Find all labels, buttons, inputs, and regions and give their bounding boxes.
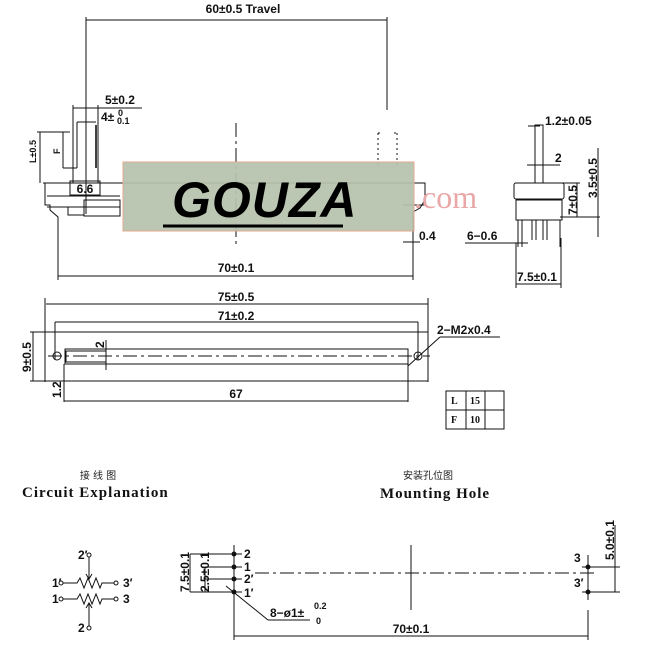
pin-1prime-label: 1′: [52, 576, 62, 590]
spec-row-0-key: L: [451, 396, 458, 407]
circuit-title-en: Circuit Explanation: [22, 485, 169, 501]
end-body-top: [513, 182, 565, 200]
mounting-title-cn: 安装孔位图: [403, 469, 453, 482]
knob-width-label: 5±0.2: [105, 93, 135, 107]
pin-2prime-terminal: [86, 552, 92, 558]
width-label: 9±0.5: [20, 342, 34, 372]
right-dim-label: 5.0±0.1: [603, 520, 617, 560]
shaft-step-label: 2: [555, 151, 562, 165]
resistor-top: [63, 576, 114, 590]
holes-sup: 0.2: [314, 601, 327, 611]
hole-spacing-label: 71±0.2: [218, 309, 255, 323]
pin-1-terminal: [58, 596, 64, 602]
base-width-label: 6.6: [77, 182, 94, 196]
pin-3-label: 3: [123, 592, 130, 606]
knob-inner-label: 4±: [101, 110, 115, 124]
pins-label: 6−0.6: [467, 229, 498, 243]
screw-hole-left: [52, 351, 62, 361]
circuit-title-cn: 接 线 图: [80, 469, 116, 482]
outer-dim-label: 7.5±0.1: [178, 552, 192, 592]
shaft-height-label: 3.5±0.5: [586, 158, 600, 198]
shaft-width-label: 1.2±0.05: [545, 114, 592, 128]
pin-3prime-label: 3′: [123, 576, 133, 590]
span-label: 70±0.1: [393, 622, 430, 636]
screw-label: 2−M2x0.4: [437, 323, 491, 337]
wiper-bottom-arrow: [85, 602, 93, 609]
travel-label: 60±0.5 Travel: [206, 2, 281, 16]
left-pin-label-0: 2: [244, 547, 251, 561]
len-label: 70±0.1: [218, 261, 255, 275]
inner-dim-label: 2.5±0.1: [198, 552, 212, 592]
top-view: 75±0.5 71±0.2 2−M2x0.4 9±0.5 2 67 1.2: [20, 290, 500, 402]
lever-F-label: F: [52, 148, 62, 154]
pin-3prime-terminal: [113, 580, 119, 586]
end-view: 1.2±0.05 2 7±0.5 3.5±0.5 6−0.6 7.5±0.1: [465, 114, 600, 288]
end-position-knob: [377, 132, 398, 165]
watermark-brand: GOUZA: [172, 172, 358, 228]
holes-leader: [225, 585, 269, 621]
pin-2prime-label: 2′: [78, 548, 88, 562]
wiper-top-arrow: [85, 573, 93, 580]
pin-3-terminal: [113, 596, 119, 602]
right-pin-label-1: 3′: [574, 576, 584, 590]
end-body-bottom: [515, 199, 563, 221]
end-pins: [517, 220, 561, 247]
slider-base: [69, 180, 101, 196]
holes-sub: 0: [316, 616, 321, 626]
base-foot: [67, 206, 85, 216]
edge-label: 1.2: [50, 381, 64, 398]
lever-L-label: L±0.5: [28, 140, 38, 163]
overall-label: 75±0.5: [218, 290, 255, 304]
body-height-label: 7±0.5: [566, 185, 580, 215]
spec-row-0-value: 15: [470, 396, 480, 407]
mounting-title-en: Mounting Hole: [380, 486, 490, 502]
slot-len-label: 67: [229, 387, 243, 401]
pin-span-label: 7.5±0.1: [517, 270, 557, 284]
left-pin-label-3: 1′: [244, 586, 254, 600]
watermark-box: [122, 161, 415, 232]
right-pin-label-0: 3: [574, 551, 581, 565]
holes-label: 8−ø1±: [270, 606, 305, 620]
pin-2-terminal: [86, 625, 92, 631]
pin-thick-label: 0.4: [419, 229, 436, 243]
knob-inner-sup: 0: [118, 108, 123, 118]
slot-width-label: 2: [93, 341, 107, 348]
circuit-explanation: 接 线 图 Circuit Explanation 2′ 1′ 3′ 1 3 2: [22, 469, 169, 635]
spec-table: L 15 F 10: [445, 390, 505, 430]
knob-inner-sub: 0.1: [117, 116, 130, 126]
left-terminal: [44, 183, 59, 238]
watermark-suffix: .com: [414, 179, 477, 215]
shaft: [534, 124, 544, 184]
left-pin-label-2: 2′: [244, 572, 254, 586]
resistor-bottom: [63, 592, 114, 606]
spec-row-1-key: F: [451, 415, 457, 426]
screw-leader: [407, 336, 441, 367]
pin-1-label: 1: [52, 592, 59, 606]
spec-row-1-value: 10: [470, 415, 480, 426]
side-view: 60±0.5 Travel 5±0.2 4± 0 0.1 L±0.5 F 6.6: [28, 2, 436, 280]
left-pin-label-1: 1: [244, 560, 251, 574]
watermark: GOUZA .com: [122, 161, 477, 232]
mounting-hole: 安装孔位图 Mounting Hole 2 1 2′ 1′ 7.5±0.1 2.…: [178, 469, 620, 640]
pin-2-label: 2: [78, 621, 85, 635]
